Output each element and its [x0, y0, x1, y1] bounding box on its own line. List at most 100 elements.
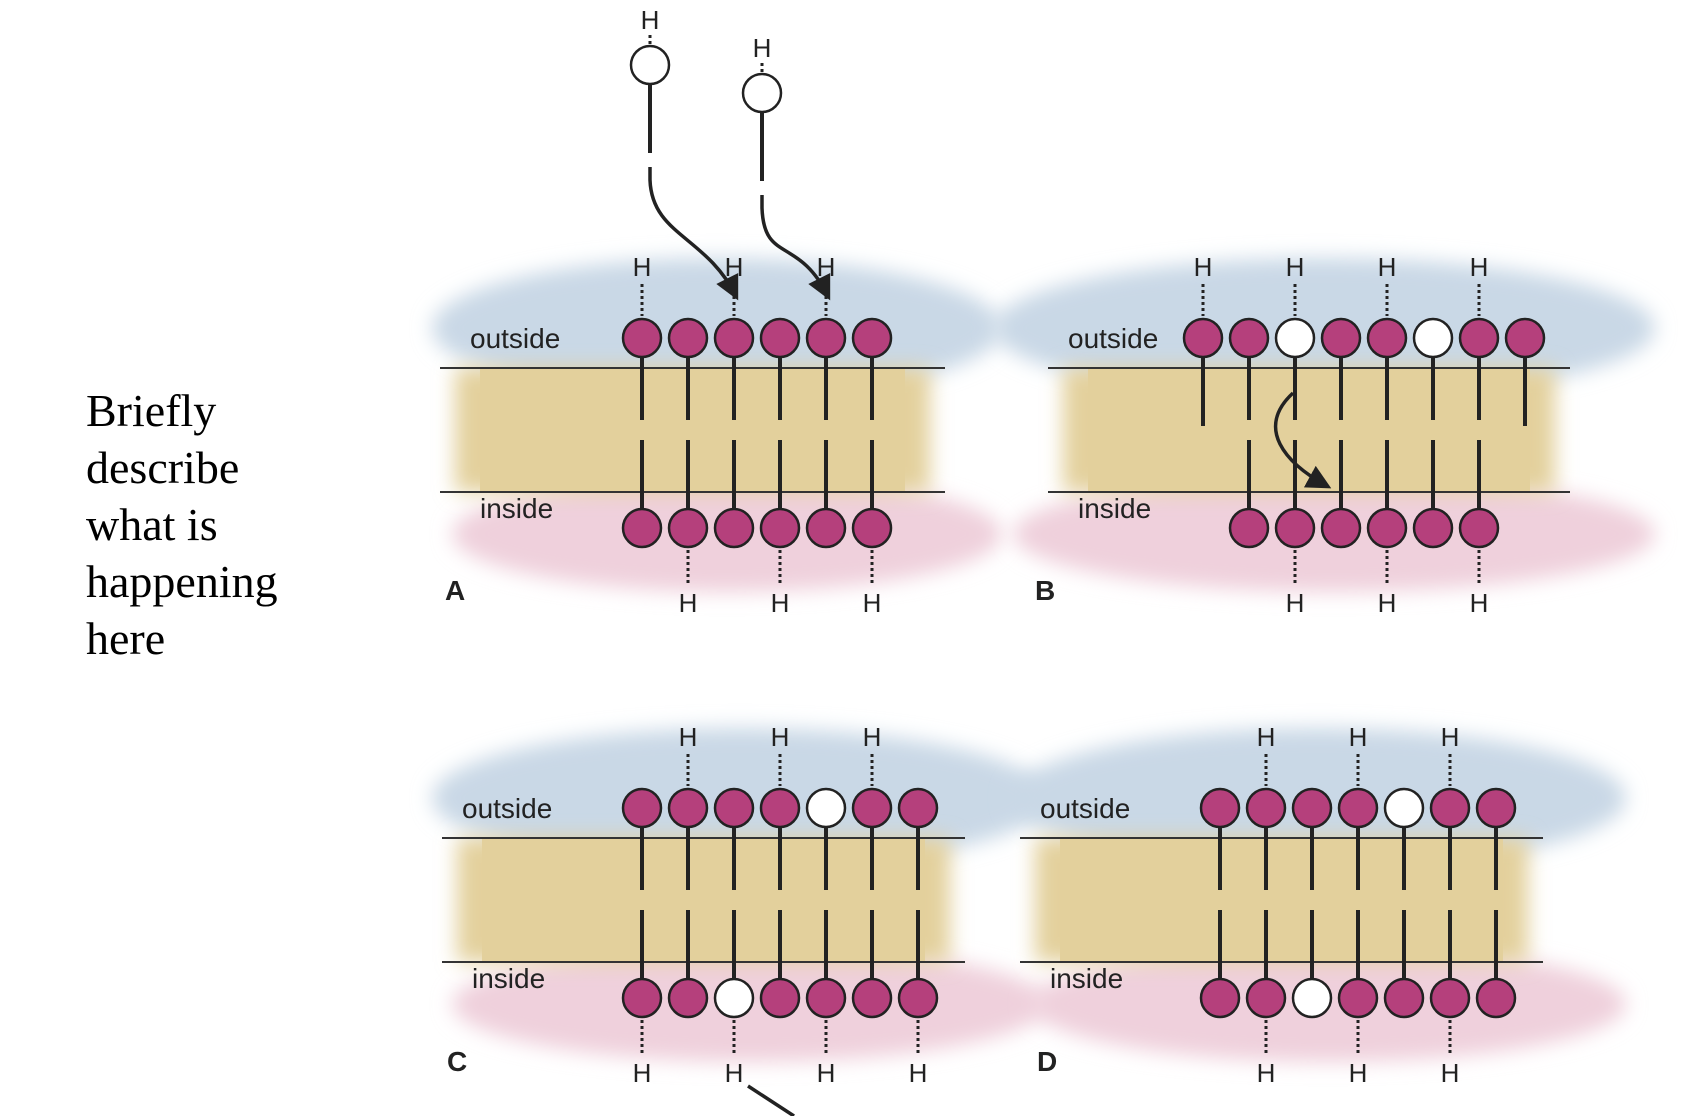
lipid-head — [1199, 787, 1241, 829]
panel-letter: D — [1037, 1046, 1057, 1077]
question-line: happening — [86, 556, 278, 607]
hydrogen-label: H — [1257, 1058, 1276, 1088]
question-line: here — [86, 613, 166, 664]
lipid-head — [667, 317, 709, 359]
hydrogen-label: H — [909, 1058, 928, 1088]
inside-label: inside — [1078, 493, 1151, 524]
hydrogen-label: H — [1378, 252, 1397, 282]
lipid-head — [1429, 977, 1471, 1019]
lipid-head — [897, 787, 939, 829]
hydrogen-label: H — [1441, 1058, 1460, 1088]
hydrogen-label: H — [817, 252, 836, 282]
empty-lipid-head — [1412, 317, 1454, 359]
inside-label: inside — [472, 963, 545, 994]
question-line: Briefly — [86, 385, 217, 436]
hydrogen-label: H — [1286, 588, 1305, 618]
membrane-core — [482, 838, 925, 962]
lipid-head — [667, 787, 709, 829]
lipid-head — [1245, 787, 1287, 829]
lipid-head — [621, 317, 663, 359]
lipid-head — [851, 317, 893, 359]
hydrogen-label: H — [725, 252, 744, 282]
empty-lipid-head — [805, 787, 847, 829]
lipid-head — [1274, 507, 1316, 549]
hydrogen-label: H — [771, 722, 790, 752]
lipid-head — [1366, 317, 1408, 359]
lipid-head — [851, 787, 893, 829]
hydrogen-label: H — [1286, 252, 1305, 282]
inside-label: inside — [1050, 963, 1123, 994]
lipid-head — [1228, 317, 1270, 359]
lipid-head — [667, 507, 709, 549]
lipid-head — [1337, 977, 1379, 1019]
question-text: Briefly describe what is happening here — [86, 382, 278, 667]
empty-lipid-head — [741, 72, 783, 114]
lipid-head — [1429, 787, 1471, 829]
hydrogen-label: H — [1349, 722, 1368, 752]
hydrogen-label: H — [725, 1058, 744, 1088]
lipid-head — [1320, 507, 1362, 549]
lipid-head — [713, 507, 755, 549]
lipid-head — [1182, 317, 1224, 359]
hydrogen-label: H — [1257, 722, 1276, 752]
lipid-head — [1199, 977, 1241, 1019]
lipid-head — [621, 977, 663, 1019]
question-line: what is — [86, 499, 218, 550]
hydrogen-label: H — [1378, 588, 1397, 618]
lipid-head — [1228, 507, 1270, 549]
question-line: describe — [86, 442, 240, 493]
outgoing-arrow — [747, 1084, 795, 1116]
lipid-head — [713, 317, 755, 359]
empty-lipid-head — [629, 44, 671, 86]
hydrogen-label: H — [633, 252, 652, 282]
panel-letter: A — [445, 575, 465, 606]
hydrogen-label: H — [1470, 252, 1489, 282]
hydrogen-label: H — [641, 5, 660, 35]
empty-lipid-head — [1274, 317, 1316, 359]
lipid-head — [1458, 317, 1500, 359]
lipid-head — [805, 977, 847, 1019]
lipid-head — [621, 787, 663, 829]
lipid-head — [759, 317, 801, 359]
lipid-head — [851, 507, 893, 549]
lipid-head — [1320, 317, 1362, 359]
hydrogen-label: H — [633, 1058, 652, 1088]
empty-lipid-head — [1291, 977, 1333, 1019]
lipid-head — [1245, 977, 1287, 1019]
hydrogen-label: H — [817, 1058, 836, 1088]
lipid-head — [759, 507, 801, 549]
lipid-head — [621, 507, 663, 549]
membrane-core — [1060, 838, 1503, 962]
lipid-head — [1291, 787, 1333, 829]
lipid-head — [1412, 507, 1454, 549]
panel-letter: C — [447, 1046, 467, 1077]
lipid-head — [1504, 317, 1546, 359]
inside-label: inside — [480, 493, 553, 524]
incoming-molecule: H — [629, 5, 739, 301]
lipid-head — [1475, 977, 1517, 1019]
outside-label: outside — [462, 793, 552, 824]
insertion-arrow — [648, 167, 739, 301]
hydrogen-label: H — [1470, 588, 1489, 618]
lipid-head — [805, 507, 847, 549]
lipid-head — [805, 317, 847, 359]
lipid-head — [1366, 507, 1408, 549]
hydrogen-label: H — [679, 722, 698, 752]
lipid-head — [667, 977, 709, 1019]
insertion-arrow — [760, 195, 831, 301]
lipid-head — [1458, 507, 1500, 549]
outside-label: outside — [1068, 323, 1158, 354]
hydrogen-label: H — [1441, 722, 1460, 752]
outside-label: outside — [470, 323, 560, 354]
lipid-head — [759, 977, 801, 1019]
outside-label: outside — [1040, 793, 1130, 824]
lipid-head — [1475, 787, 1517, 829]
lipid-head — [759, 787, 801, 829]
lipid-head — [851, 977, 893, 1019]
lipid-head — [1383, 977, 1425, 1019]
lipid-head — [713, 787, 755, 829]
